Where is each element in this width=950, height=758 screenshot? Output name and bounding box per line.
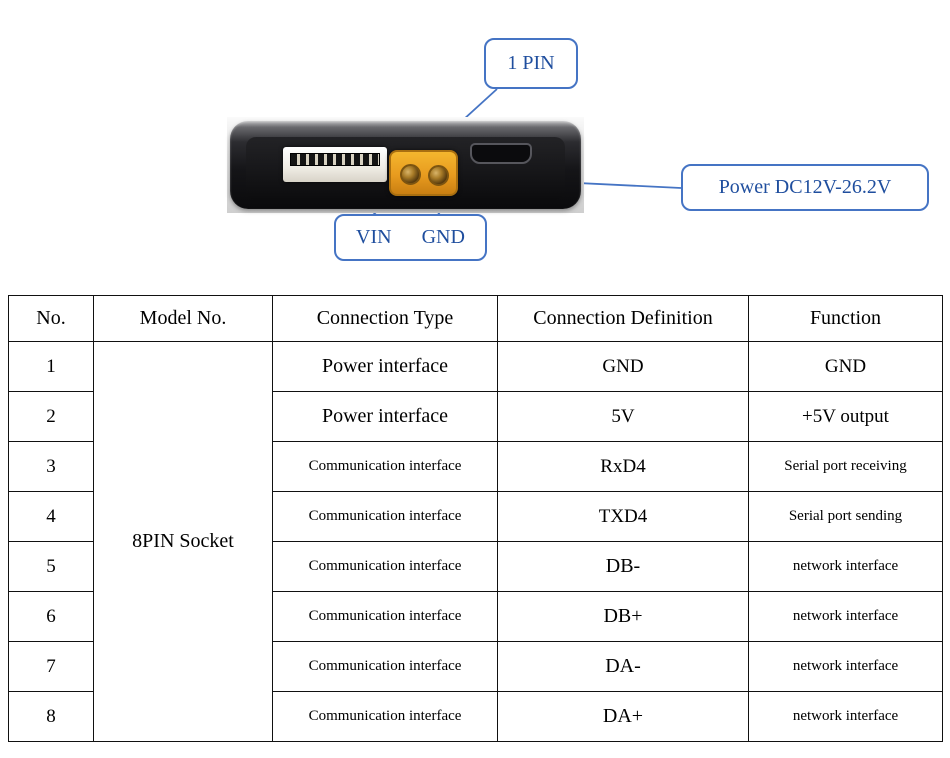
cell-type: Communication interface	[272, 491, 498, 542]
cell-function: network interface	[748, 591, 943, 642]
cell-definition: GND	[497, 341, 749, 392]
table-header-row: No. Model No. Connection Type Connection…	[8, 295, 943, 342]
cell-no: 6	[8, 591, 94, 642]
cell-type: Communication interface	[272, 541, 498, 592]
cell-definition: DB+	[497, 591, 749, 642]
cell-function: GND	[748, 341, 943, 392]
cell-definition: TXD4	[497, 491, 749, 542]
table-row: 8 Communication interface DA+ network in…	[8, 691, 943, 742]
cell-function: network interface	[748, 691, 943, 742]
callout-power-label: Power DC12V-26.2V	[718, 176, 892, 198]
header-function: Function	[748, 295, 943, 342]
socket-pin-slot	[290, 153, 380, 166]
cell-type: Power interface	[272, 341, 498, 392]
table-row: 3 Communication interface RxD4 Serial po…	[8, 441, 943, 492]
callout-power: Power DC12V-26.2V	[681, 164, 929, 211]
header-connection-definition: Connection Definition	[497, 295, 749, 342]
table-row: 6 Communication interface DB+ network in…	[8, 591, 943, 642]
cell-no: 3	[8, 441, 94, 492]
cell-type: Communication interface	[272, 441, 498, 492]
cell-no: 2	[8, 391, 94, 442]
cell-definition: DA-	[497, 641, 749, 692]
cell-function: network interface	[748, 641, 943, 692]
cell-function: Serial port receiving	[748, 441, 943, 492]
callout-vin-gnd: VIN GND	[334, 214, 487, 261]
cell-model: 8PIN Socket	[93, 341, 273, 742]
white-8pin-socket	[283, 147, 387, 182]
callout-gnd-label: GND	[421, 226, 465, 248]
cell-function: +5V output	[748, 391, 943, 442]
cell-no: 8	[8, 691, 94, 742]
cell-type: Power interface	[272, 391, 498, 442]
xt30-power-connector	[389, 150, 458, 196]
cell-type: Communication interface	[272, 691, 498, 742]
connector-diagram: 1 PIN Power DC12V-26.2V VIN GND	[0, 0, 950, 290]
cell-type: Communication interface	[272, 591, 498, 642]
cell-no: 5	[8, 541, 94, 592]
table-row: 4 Communication interface TXD4 Serial po…	[8, 491, 943, 542]
cell-no: 1	[8, 341, 94, 392]
device-photo	[227, 117, 584, 213]
pin-definition-table: No. Model No. Connection Type Connection…	[8, 295, 943, 742]
header-model: Model No.	[93, 295, 273, 342]
cell-function: Serial port sending	[748, 491, 943, 542]
header-no: No.	[8, 295, 94, 342]
cell-definition: DA+	[497, 691, 749, 742]
table-row: 1 8PIN Socket Power interface GND GND	[8, 341, 943, 742]
table-row: 2 Power interface 5V +5V output	[8, 391, 943, 442]
callout-1pin: 1 PIN	[484, 38, 578, 89]
cell-no: 7	[8, 641, 94, 692]
callout-vin-label: VIN	[356, 226, 392, 248]
cell-definition: RxD4	[497, 441, 749, 492]
cell-type: Communication interface	[272, 641, 498, 692]
cell-definition: 5V	[497, 391, 749, 442]
callout-1pin-label: 1 PIN	[507, 52, 555, 74]
power-terminal-vin	[400, 164, 421, 185]
cell-no: 4	[8, 491, 94, 542]
header-connection-type: Connection Type	[272, 295, 498, 342]
power-terminal-gnd	[428, 165, 449, 186]
cell-definition: DB-	[497, 541, 749, 592]
cell-function: network interface	[748, 541, 943, 592]
micro-usb-port	[470, 143, 532, 164]
